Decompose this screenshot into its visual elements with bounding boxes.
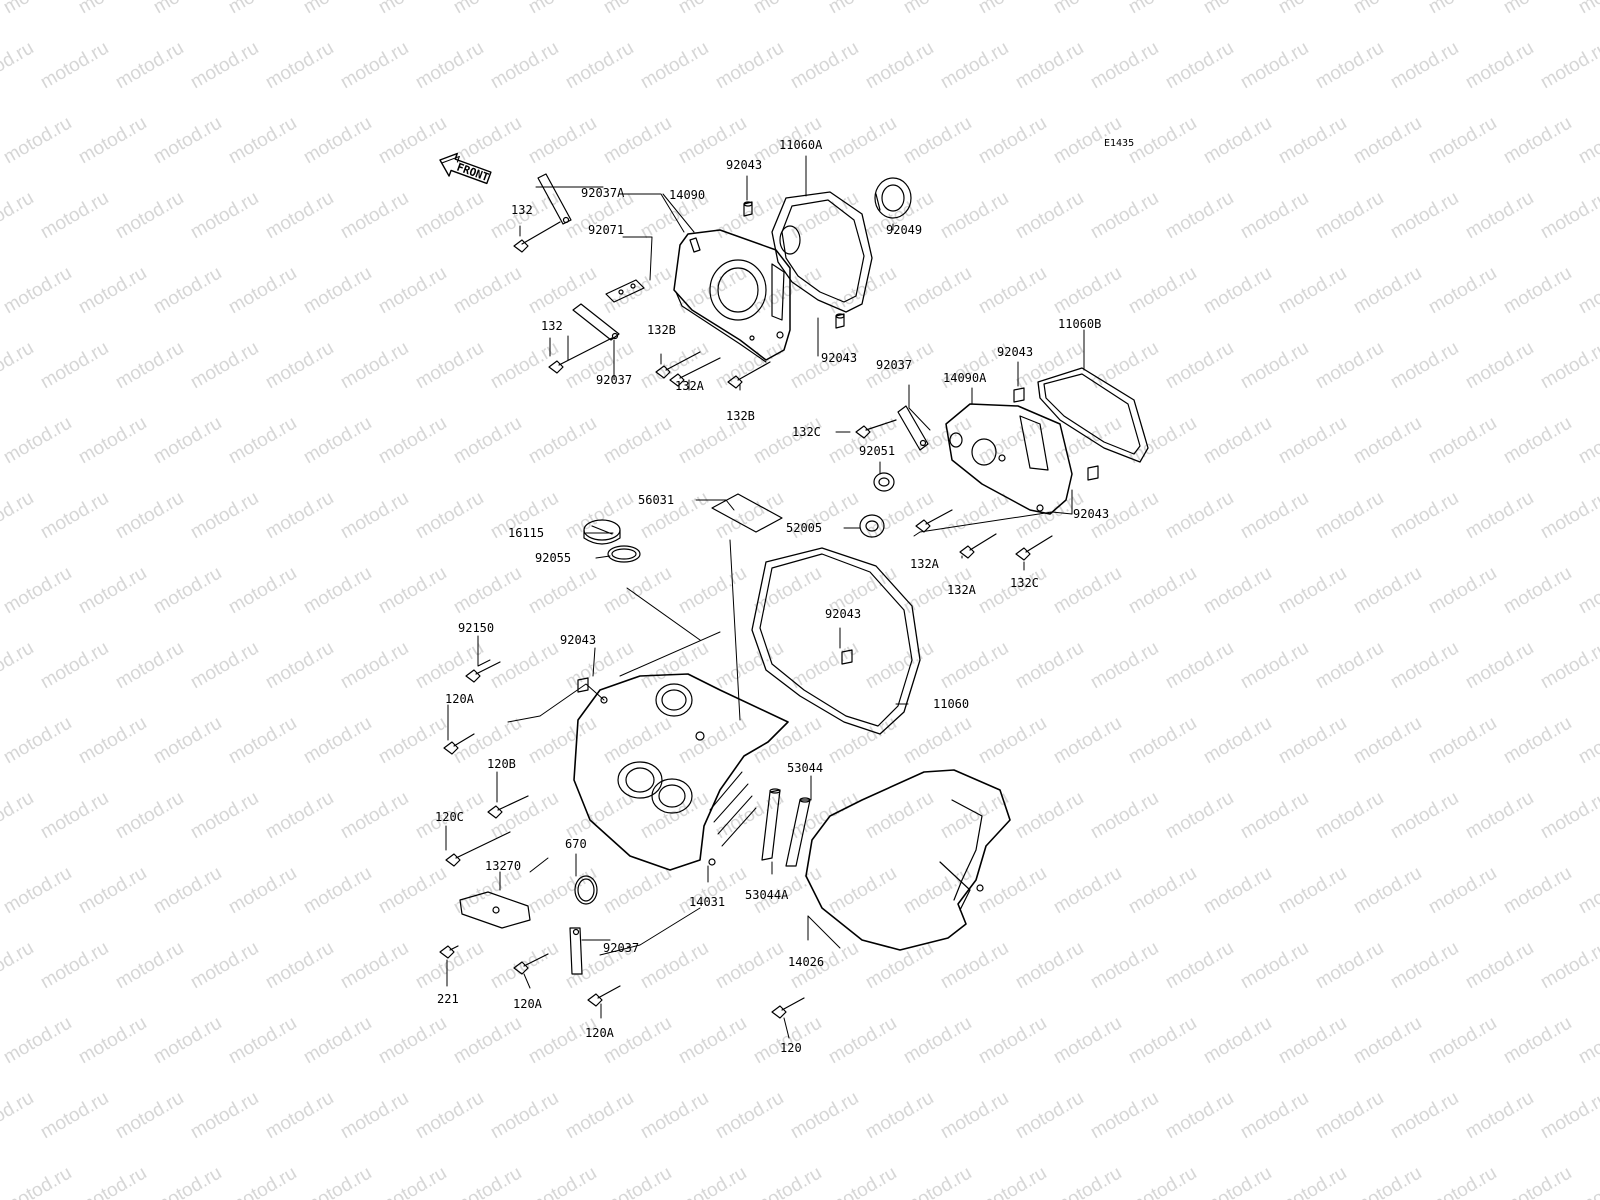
seal-92049	[874, 177, 912, 219]
callout-92037-a: 92037	[596, 373, 633, 387]
callout-92043-b: 92043	[821, 351, 858, 365]
oring-670	[574, 875, 598, 905]
bolt-132-lower	[548, 337, 613, 374]
dowel-92043-c	[1013, 387, 1025, 403]
gasket-11060b	[1037, 367, 1149, 463]
bolt-120a-mid	[513, 953, 549, 975]
bolt-132a	[669, 357, 721, 387]
callout-52005: 52005	[786, 521, 823, 535]
front-arrow-icon	[439, 152, 492, 185]
callout-132b-b: 132B	[726, 409, 755, 423]
collar-92051	[873, 472, 895, 492]
dowel-92043-d	[1087, 465, 1099, 481]
callout-132-lower: 132	[541, 319, 563, 333]
callout-92037-c: 92037	[603, 941, 640, 955]
bolt-132b-left	[655, 351, 701, 379]
callout-14026: 14026	[788, 955, 825, 969]
bolt-120	[771, 997, 805, 1019]
callout-56031: 56031	[638, 493, 675, 507]
bolt-120a-upper	[443, 733, 475, 755]
callout-92051: 92051	[859, 444, 896, 458]
gasket-11060	[751, 547, 921, 735]
callout-132a-b: 132A	[910, 557, 939, 571]
callout-92071: 92071	[588, 223, 625, 237]
callout-221: 221	[437, 992, 459, 1006]
seal-52005	[859, 514, 885, 538]
cover-14090	[673, 229, 791, 363]
dowel-92043-right	[835, 313, 845, 329]
callout-92049: 92049	[886, 223, 923, 237]
callout-120c: 120C	[435, 810, 464, 824]
pipe-53044	[785, 797, 811, 867]
callout-120b: 120B	[487, 757, 516, 771]
clutch-cover-14031	[573, 673, 789, 871]
dowel-92043-e	[841, 649, 853, 665]
callout-92150: 92150	[458, 621, 495, 635]
front-label: FRONT	[455, 161, 491, 185]
bolt-132-top	[513, 221, 561, 253]
screw-221	[439, 945, 459, 959]
callout-14090: 14090	[669, 188, 706, 202]
plate-56031	[711, 493, 783, 533]
gasket-11060a	[771, 191, 873, 313]
callout-132a-c: 132A	[947, 583, 976, 597]
callout-132-top: 132	[511, 203, 533, 217]
callout-132b-a: 132B	[647, 323, 676, 337]
callout-11060: 11060	[933, 697, 970, 711]
strap-92037-top	[572, 303, 620, 341]
bolt-120a-low	[587, 985, 621, 1007]
callout-132a-a: 132A	[675, 379, 704, 393]
callout-92043-d: 92043	[1073, 507, 1110, 521]
bolt-132b-right	[727, 361, 771, 389]
callout-132c-b: 132C	[1010, 576, 1039, 590]
callout-132c-a: 132C	[792, 425, 821, 439]
pipe-53044a	[761, 788, 781, 861]
callout-53044a: 53044A	[745, 888, 789, 902]
bolt-132c-low	[1015, 535, 1053, 561]
callout-16115: 16115	[508, 526, 545, 540]
callout-13270: 13270	[485, 859, 522, 873]
outer-cover-14026	[805, 769, 1011, 951]
plate-13270	[459, 891, 531, 929]
grommet-92071	[605, 279, 645, 303]
bolt-132a-low	[959, 533, 997, 559]
callout-92043-a: 92043	[726, 158, 763, 172]
strap-92037-right	[897, 405, 929, 451]
callout-120a-a: 120A	[445, 692, 474, 706]
callout-92043-c: 92043	[997, 345, 1034, 359]
callout-14031: 14031	[689, 895, 726, 909]
callout-120a-b: 120A	[513, 997, 542, 1011]
callout-670: 670	[565, 837, 587, 851]
bolt-120b	[487, 795, 529, 819]
callout-53044: 53044	[787, 761, 824, 775]
bolt-120c	[445, 831, 511, 867]
callout-92037-b: 92037	[876, 358, 913, 372]
callout-14090a: 14090A	[943, 371, 987, 385]
callout-120a-c: 120A	[585, 1026, 614, 1040]
bolt-132c-upper	[855, 419, 897, 439]
bolt-132a-mid	[915, 509, 953, 533]
bolt-92150	[465, 661, 501, 683]
dowel-92043-top	[743, 201, 753, 217]
callout-11060b: 11060B	[1058, 317, 1102, 331]
callout-120: 120	[780, 1041, 802, 1055]
callout-92043-f: 92043	[560, 633, 597, 647]
callout-92037a: 92037A	[581, 186, 625, 200]
leader-lines	[445, 155, 1085, 1039]
callout-92055: 92055	[535, 551, 572, 565]
diagram-code: E1435	[1104, 138, 1135, 149]
cover-14090a	[945, 403, 1073, 515]
strap-92037a	[537, 173, 572, 225]
callout-11060a: 11060A	[779, 138, 823, 152]
cap-16115	[583, 519, 621, 545]
oring-92055	[607, 545, 641, 563]
strap-92037-bottom	[569, 927, 583, 975]
dowel-92043-f	[577, 677, 589, 693]
callout-92043-e: 92043	[825, 607, 862, 621]
